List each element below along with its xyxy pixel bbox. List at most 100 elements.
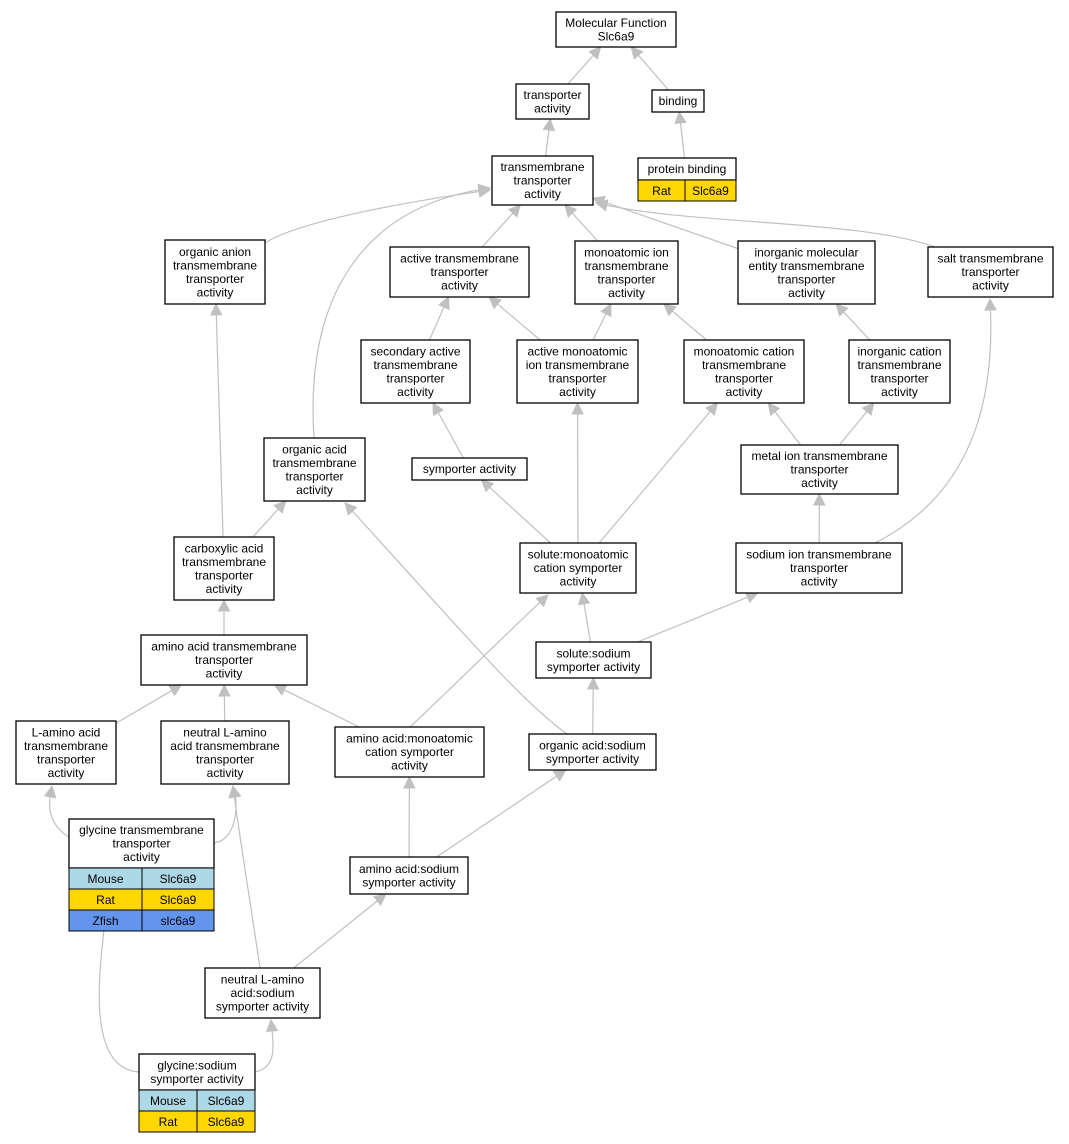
node-monoatomic-ion[interactable]: monoatomic iontransmembranetransporterac… (574, 240, 679, 305)
node-symporter[interactable]: symporter activity (411, 457, 528, 481)
node-organic-acid[interactable]: organic acidtransmembranetransporteracti… (263, 437, 366, 502)
node-label-line: symporter activity (150, 1072, 243, 1086)
edge-arrowhead (43, 784, 57, 799)
species-label: Mouse (150, 1094, 186, 1108)
edge-arrowhead (403, 775, 416, 789)
species-label: Rat (96, 893, 115, 907)
edge-line (545, 128, 550, 157)
node-box (535, 641, 652, 679)
edge-arrowhead (588, 46, 602, 60)
edge-line (293, 899, 379, 969)
node-label-line: carboxylic acid (185, 541, 264, 555)
edge-metal-ion-to-monoatomic-cation (767, 402, 802, 446)
edge-metal-ion-to-inorganic-cation (839, 402, 875, 446)
node-box (349, 856, 469, 895)
gene-label: slc6a9 (161, 914, 196, 928)
node-label-line: transporter (961, 265, 1019, 279)
node-sodium-ion[interactable]: sodium ion transmembranetransporteractiv… (735, 542, 903, 594)
edge-arrowhead (373, 893, 387, 907)
node-label-line: activity (207, 766, 244, 780)
node-label-line: transporter (777, 272, 835, 286)
node-glycine-tm[interactable]: glycine transmembranetransporteractivity… (68, 818, 215, 932)
node-box (735, 542, 903, 594)
node-amino-acid-tm[interactable]: amino acid transmembranetransporteractiv… (140, 634, 308, 686)
edge-neutral-l-amino-to-amino-acid-tm (218, 683, 231, 722)
node-label-line: protein binding (648, 162, 727, 176)
edge-line (351, 509, 568, 735)
edge-organic-acid-sodium-to-solute-sodium (586, 676, 600, 735)
node-label-line: activity (441, 279, 478, 293)
edge-line (637, 54, 669, 91)
node-label-line: entity transmembrane (748, 259, 864, 273)
edge-amino-acid-tm-to-carboxylic (217, 598, 231, 635)
node-label-line: activity (206, 582, 243, 596)
node-label-line: transporter (285, 469, 343, 483)
node-label-line: transporter (195, 568, 253, 582)
edge-arrowhead (663, 303, 677, 317)
edge-line (264, 190, 481, 244)
species-label: Mouse (87, 872, 123, 886)
edge-arrowhead (217, 598, 231, 612)
edge-neutral-sodium-to-neutral-l-amino (228, 784, 261, 969)
edge-aa-monoatomic-to-solute-monoatomic (409, 594, 549, 728)
gene-label: Slc6a9 (208, 1115, 245, 1129)
node-label-line: transporter (196, 752, 254, 766)
node-label-line: amino acid:sodium (359, 862, 459, 876)
node-label-line: transporter (186, 272, 244, 286)
edge-arrowhead (571, 401, 584, 415)
node-box (737, 240, 876, 305)
node-label-line: activity (123, 850, 160, 864)
node-box (651, 89, 705, 113)
node-binding[interactable]: binding (651, 89, 705, 113)
edge-l-amino-to-amino-acid-tm (115, 684, 183, 724)
edge-line (592, 312, 608, 341)
node-label-line: solute:monoatomic (528, 548, 629, 562)
node-box (164, 239, 266, 305)
node-label-line: organic acid:sodium (539, 738, 646, 752)
node-secondary-active[interactable]: secondary activetransmembranetransporter… (360, 339, 471, 404)
node-carboxylic[interactable]: carboxylic acidtransmembranetransportera… (173, 536, 275, 601)
node-l-amino[interactable]: L-amino acidtransmembranetransporteracti… (15, 720, 117, 785)
edge-line (773, 410, 802, 446)
gene-label: Slc6a9 (160, 893, 197, 907)
edge-arrowhead (835, 303, 849, 317)
node-box (516, 339, 639, 404)
node-inorganic-cation[interactable]: inorganic cationtransmembranetransporter… (848, 339, 951, 404)
edge-sodium-ion-to-metal-ion (813, 492, 826, 544)
node-label-line: activity (801, 575, 838, 589)
node-label-line: activity (391, 759, 428, 773)
node-label-line: amino acid:monoatomic (346, 732, 473, 746)
node-label-line: transporter (386, 371, 444, 385)
edge-arrowhead (861, 402, 875, 416)
edge-arrowhead (477, 183, 492, 197)
node-label-line: transmembrane (584, 259, 668, 273)
node-label-line: activity (881, 385, 918, 399)
node-organic-anion[interactable]: organic aniontransmembranetransporteract… (164, 239, 266, 305)
node-box (740, 444, 899, 495)
edge-symporter-to-secondary-active (432, 402, 464, 459)
edge-line (488, 486, 552, 544)
edge-arrowhead (438, 295, 450, 311)
node-label-line: solute:sodium (556, 646, 630, 660)
node-box (574, 240, 679, 305)
node-monoatomic-cation[interactable]: monoatomic cationtransmembranetransporte… (683, 339, 805, 404)
node-metal-ion[interactable]: metal ion transmembranetransporteractivi… (740, 444, 899, 495)
edge-monoatomic-ion-to-transmembrane (564, 204, 599, 242)
